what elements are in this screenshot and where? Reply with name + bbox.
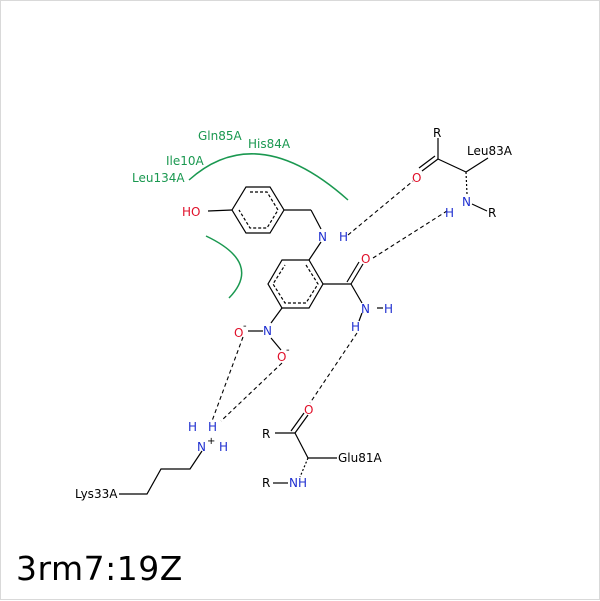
atom-nitro-o1-charge: - [243,321,247,332]
atom-glu81-r-left: R [262,427,270,441]
atom-hydroxyl: HO [182,205,200,219]
atom-leu83-r: R [488,206,496,220]
atom-leu83-n: N [462,195,471,209]
bond-amide-co-a [350,263,364,285]
hydrophobic-arcs [188,153,349,299]
stereo-bond-leu83 [465,171,468,195]
benzene-ring-aromatic [272,264,319,304]
hydrophobic-arc-upper [188,153,349,201]
atom-amide-h-below: H [351,320,360,334]
hbond-nitro-o1-lys [211,336,244,422]
hbond-nh-leu83-o [347,180,414,236]
bond-ch2-n [310,209,322,230]
atom-nitro-n: N [263,324,272,338]
bond-ring-oh [207,209,233,212]
atom-glu81-o: O [304,403,313,417]
lys33-sidechain [119,450,203,495]
atom-amine-h: H [339,230,348,244]
hydrogen-bonds [211,180,448,422]
atom-lys-h-mid: H [208,420,217,434]
bond-leu83-co-b [418,155,436,169]
atom-amide-o: O [361,252,370,266]
atom-amide-n: N [361,302,370,316]
bond-leu83-co-a [421,158,439,172]
bond-amide-co-b [346,261,360,283]
atom-lys-h-top: H [188,420,197,434]
phenol-ring-aromatic [238,191,279,229]
hbond-amide-o-leu83-h [372,210,448,259]
bond-amide-nh-down [358,312,363,322]
bond-glu81-co-b [290,412,305,432]
bond-leu83-n-r [471,203,488,212]
residue-label-lys33: Lys33A [75,487,118,501]
hydrophobic-arc-lower [205,235,243,299]
residue-label-glu81: Glu81A [338,451,383,465]
bond-n-ring [308,241,322,261]
phenol-ring [231,186,285,234]
diagram-title: 3rm7:19Z [16,549,183,588]
bond-glu81-c-ca [294,432,309,459]
bond-ring-nitro [270,307,283,324]
atom-amide-h-right: H [384,302,393,316]
atom-leu83-h: H [445,206,454,220]
hbond-amide-h-glu81-o [309,332,358,404]
atom-glu81-nh: NH [289,476,307,490]
bonds [119,138,489,495]
stereo-bond-glu81 [299,457,309,478]
atom-nitro-o2-charge: - [286,345,290,356]
stereo-bonds [299,171,468,478]
benzene-ring [267,259,324,309]
hbond-nitro-o2-lys [220,362,283,422]
atom-nitro-o1: O [234,326,243,340]
atom-lys-plus: + [207,436,215,447]
atom-amine-n: N [318,230,327,244]
bond-leu83-ca-side [465,157,489,173]
bond-amide-cn [350,283,363,304]
residue-label-leu134: Leu134A [132,171,185,185]
bond-nitro-o2 [270,337,282,351]
atom-leu83-o: O [412,171,421,185]
atom-leu83-r-top: R [433,126,441,140]
atom-lys-h-right: H [219,440,228,454]
residue-label-gln85: Gln85A [198,129,243,143]
atom-lys-n: N [197,440,206,454]
atom-glu81-r-bottom: R [262,476,270,490]
atom-nitro-o2: O [277,350,286,364]
residue-label-leu83: Leu83A [467,144,513,158]
bond-leu83-c-ca [437,158,467,173]
residue-label-his84: His84A [248,137,291,151]
bond-glu81-co-a [294,414,309,434]
residue-label-ile10: Ile10A [166,154,205,168]
